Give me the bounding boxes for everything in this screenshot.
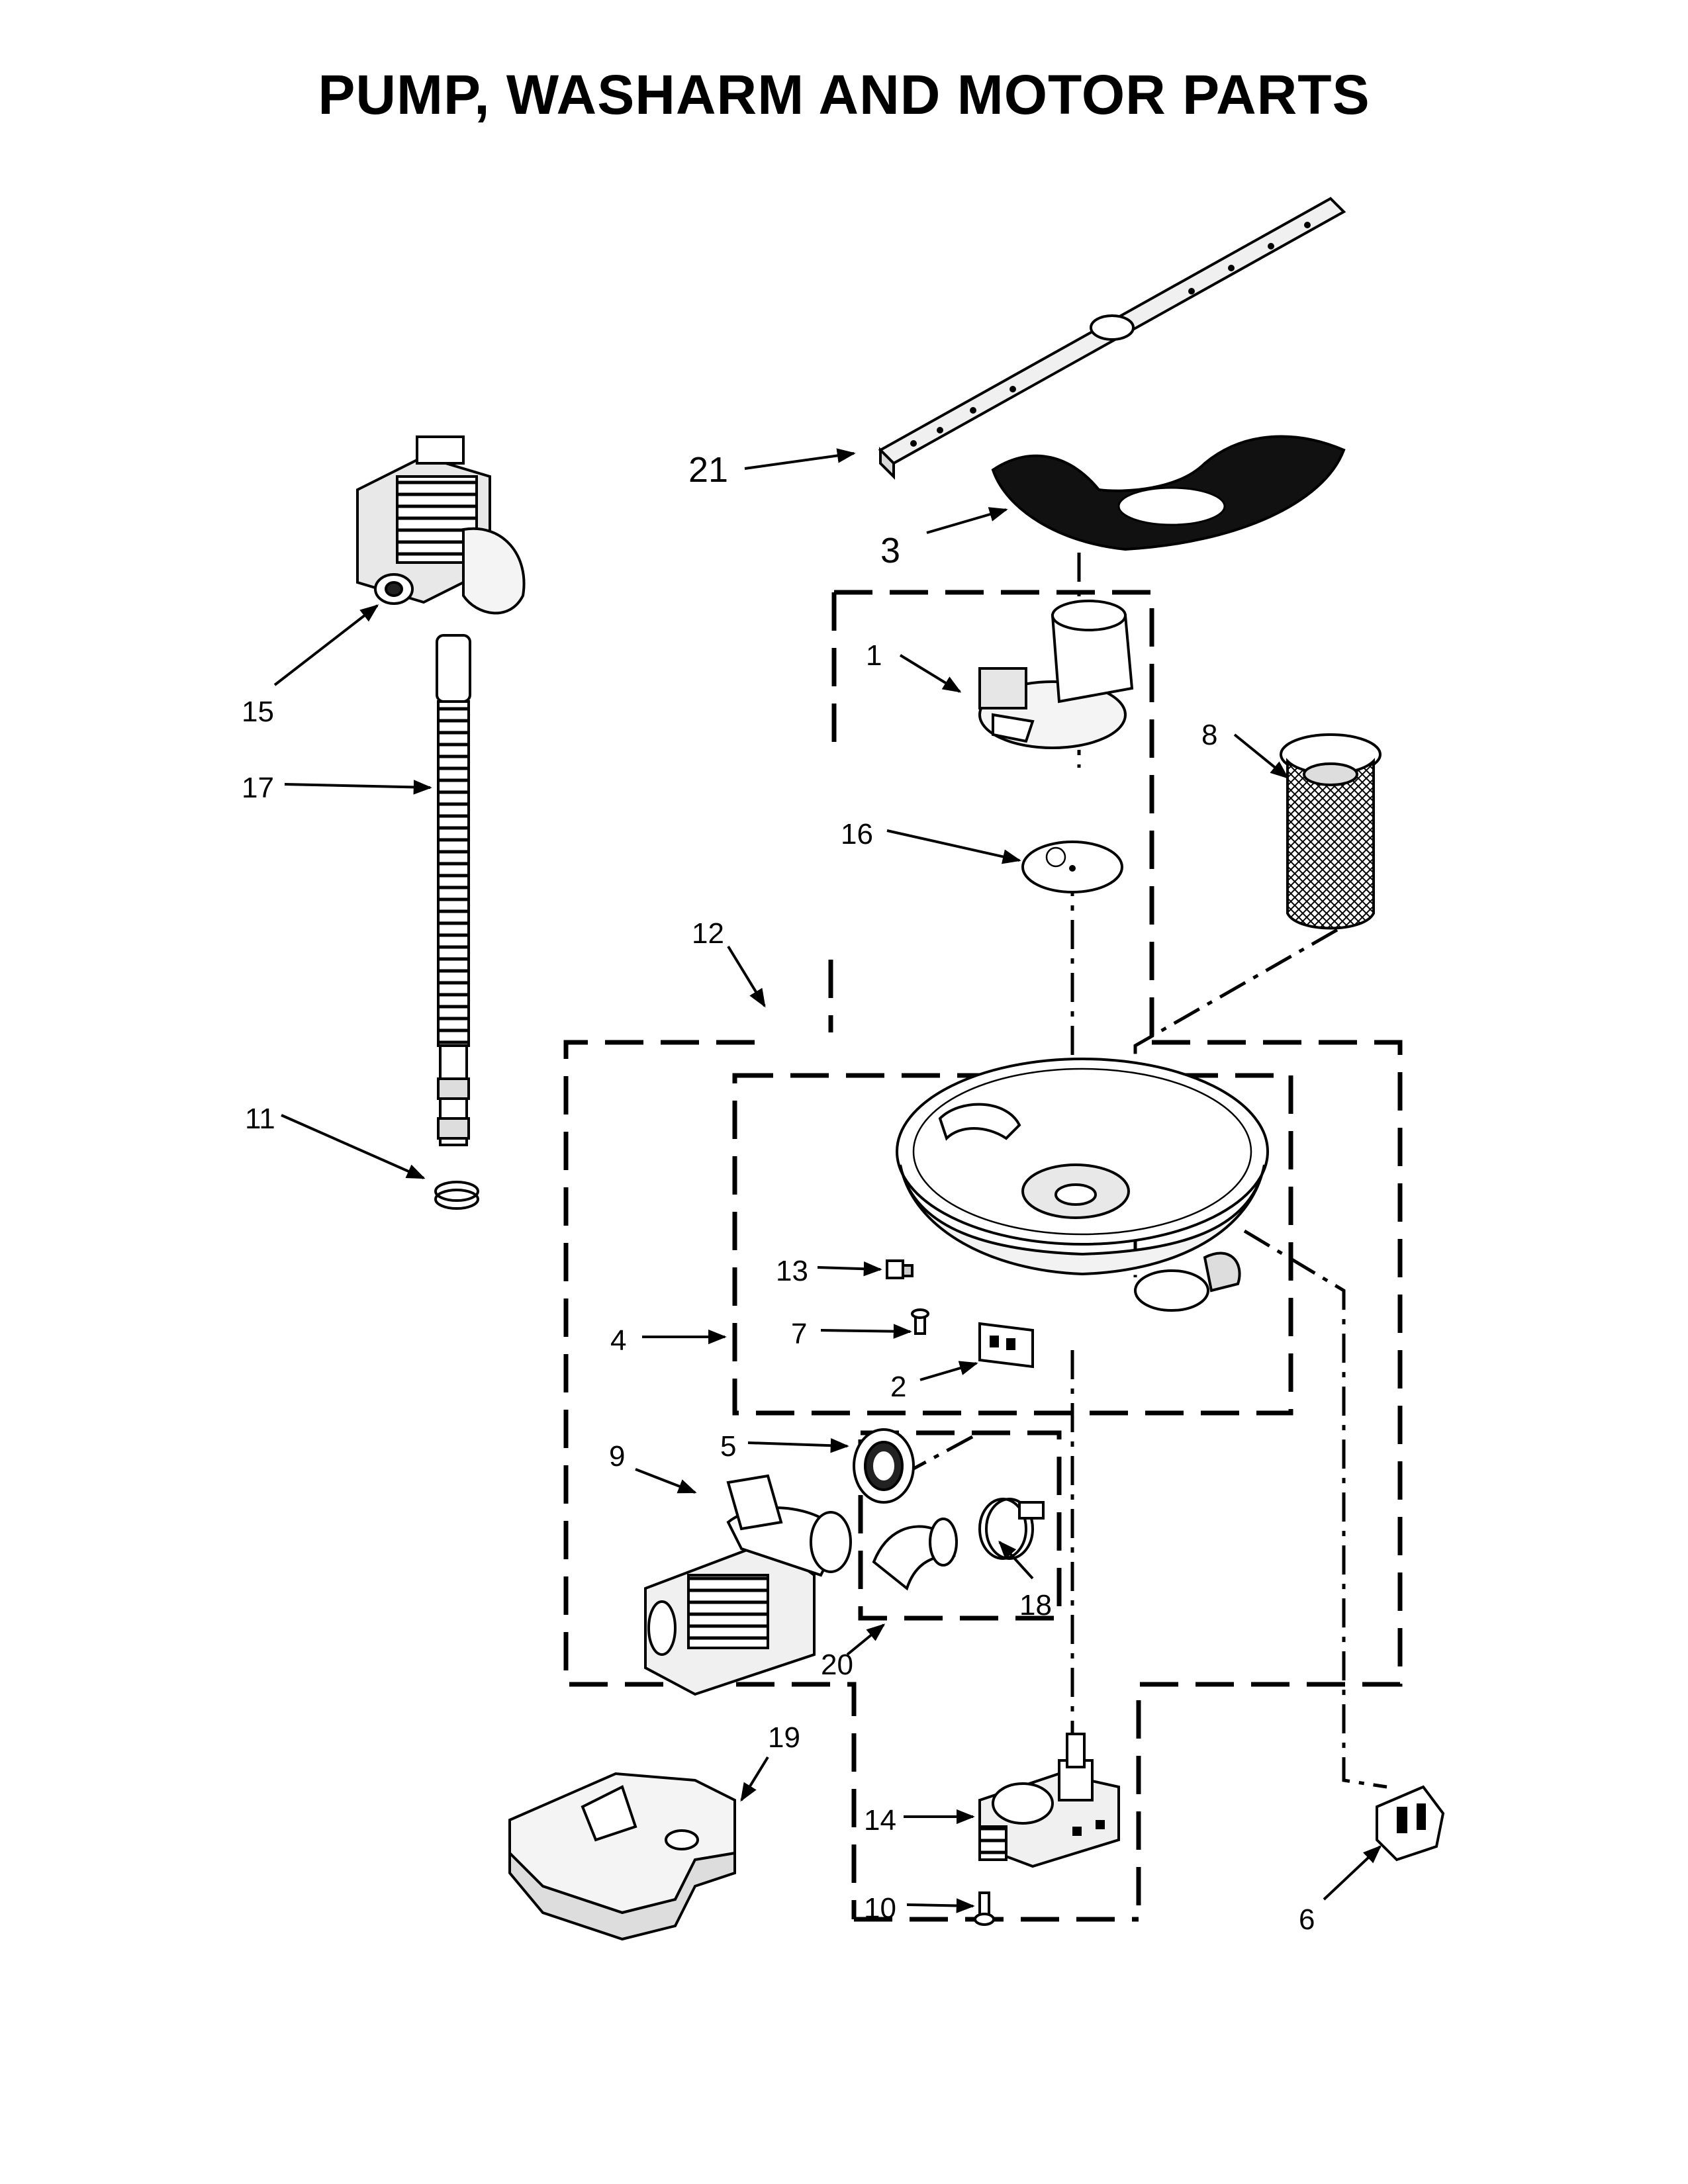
seal-part — [853, 1428, 915, 1504]
label-20: 20 — [821, 1649, 853, 1681]
label-8: 8 — [1201, 719, 1217, 751]
label-9: 9 — [609, 1440, 625, 1473]
leader-arrows — [273, 448, 1382, 1913]
label-17: 17 — [242, 772, 274, 804]
diverter-housing-part — [978, 600, 1134, 749]
sump-part — [896, 1058, 1269, 1312]
drain-hose-part — [436, 634, 471, 1146]
page-title: PUMP, WASHARM AND MOTOR PARTS — [318, 64, 1370, 126]
label-6: 6 — [1299, 1903, 1315, 1936]
label-4: 4 — [610, 1324, 626, 1357]
label-12: 12 — [692, 917, 724, 950]
screw-10-part — [974, 1891, 995, 1926]
filter-part — [1280, 733, 1382, 930]
label-5: 5 — [720, 1430, 736, 1463]
label-15: 15 — [242, 696, 274, 728]
hose-elbow-part — [872, 1518, 958, 1591]
sensor-part — [1376, 1785, 1445, 1862]
connector-part — [978, 1322, 1034, 1369]
shield-part — [991, 435, 1346, 551]
label-10: 10 — [864, 1892, 896, 1925]
clamp-18-part — [978, 1498, 1045, 1560]
drain-pump-part — [356, 435, 526, 615]
label-19: 19 — [768, 1721, 800, 1754]
washarm-part — [878, 197, 1346, 480]
label-11: 11 — [245, 1103, 275, 1135]
label-16: 16 — [841, 818, 873, 850]
pump-bracket-part — [508, 1772, 736, 1941]
label-18: 18 — [1019, 1589, 1052, 1621]
label-21: 21 — [688, 450, 728, 490]
hose-clamp-part — [434, 1181, 479, 1210]
label-13: 13 — [776, 1255, 808, 1287]
label-2: 2 — [890, 1371, 906, 1403]
part-labels: 21 3 1 15 17 16 8 12 11 13 7 4 2 5 9 18 … — [242, 450, 1315, 1936]
label-7: 7 — [791, 1318, 807, 1350]
clip-part — [886, 1259, 914, 1279]
diverter-motor-part — [978, 1733, 1120, 1868]
label-3: 3 — [880, 531, 900, 570]
group-box-20 — [858, 1430, 1062, 1621]
label-1: 1 — [866, 639, 882, 672]
gasket-part — [1021, 841, 1123, 893]
circulation-pump-part — [644, 1474, 852, 1696]
group-box-12 — [563, 1040, 1403, 1922]
screw-7-part — [911, 1308, 929, 1335]
group-box-1-16 — [828, 590, 1154, 1039]
label-14: 14 — [864, 1804, 896, 1837]
